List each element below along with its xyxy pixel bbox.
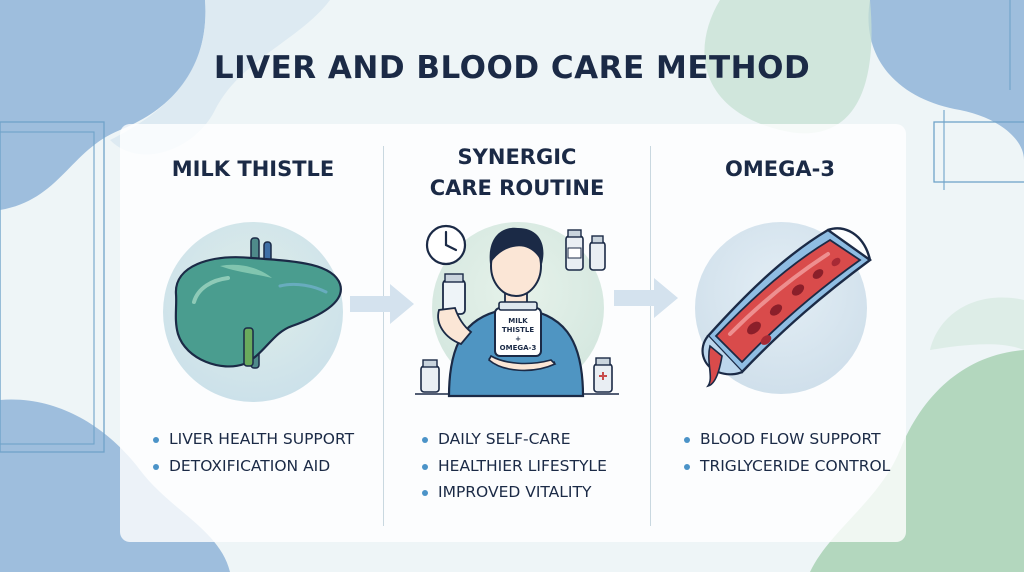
omega-3-title: OMEGA-3 [725, 157, 835, 181]
care-routine-title-line-1: SYNERGIC [457, 145, 577, 169]
care-routine-benefits: DAILY SELF-CARE HEALTHIER LIFESTYLE IMPR… [422, 426, 607, 506]
jar-label-line: + [515, 335, 521, 343]
liver-icon [174, 237, 342, 369]
blob-bottom-right-light [930, 297, 1024, 350]
omega-3-benefits: BLOOD FLOW SUPPORT TRIGLYCERIDE CONTROL [684, 426, 890, 479]
list-item: DETOXIFICATION AID [153, 453, 354, 480]
blob-top-left-light [110, 0, 330, 155]
page-title: LIVER AND BLOOD CARE METHOD [213, 50, 811, 86]
blob-top-left [0, 0, 206, 210]
supplement-bottles-icon [565, 229, 606, 271]
list-item: IMPROVED VITALITY [422, 479, 607, 506]
blood-vessel-icon [701, 227, 873, 388]
column-divider-2 [650, 146, 651, 526]
frame-lines-left [0, 121, 105, 453]
jar-label: MILK THISTLE + OMEGA-3 [495, 317, 541, 353]
blob-top-right [868, 0, 1024, 160]
care-routine-title: SYNERGIC CARE ROUTINE [388, 142, 646, 204]
column-divider-1 [383, 146, 384, 526]
list-item: DAILY SELF-CARE [422, 426, 607, 453]
arrow-right-icon [350, 284, 414, 324]
milk-thistle-title: MILK THISTLE [171, 157, 335, 181]
list-item: TRIGLYCERIDE CONTROL [684, 453, 890, 480]
care-routine-title-line-2: CARE ROUTINE [429, 176, 605, 200]
person-with-supplements-icon [415, 224, 619, 398]
list-item: LIVER HEALTH SUPPORT [153, 426, 354, 453]
list-item: HEALTHIER LIFESTYLE [422, 453, 607, 480]
blob-top-right-green [704, 0, 872, 134]
jar-label-line: MILK THISTLE [501, 317, 535, 334]
arrow-right-icon [614, 278, 678, 318]
milk-thistle-benefits: LIVER HEALTH SUPPORT DETOXIFICATION AID [153, 426, 354, 479]
jar-label-line: OMEGA-3 [499, 344, 537, 352]
clock-icon [425, 224, 467, 266]
frame-lines-right [933, 121, 1024, 183]
list-item: BLOOD FLOW SUPPORT [684, 426, 890, 453]
